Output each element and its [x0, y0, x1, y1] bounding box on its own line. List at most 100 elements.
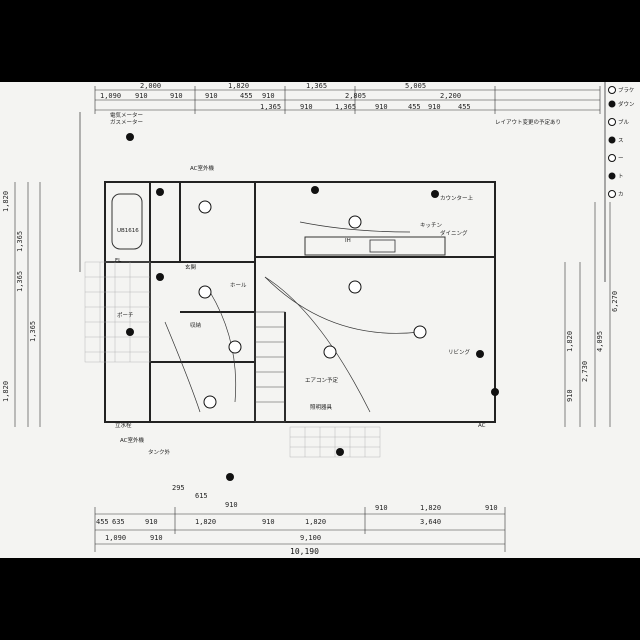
dim-text: 1,090 [105, 534, 126, 542]
dim-text: 1,365 [16, 271, 24, 292]
dim-text: 910 [566, 389, 574, 402]
light-fixtures [198, 200, 427, 409]
note-aircon-plan: エアコン予定 [305, 376, 339, 384]
porch-grid [84, 261, 381, 458]
outlet [311, 186, 319, 194]
dim-text: 1,820 [2, 381, 10, 402]
outlet [336, 448, 344, 456]
dim-text: 455 [240, 92, 253, 100]
dim-text: 910 [170, 92, 183, 100]
floor-plan: 2,000 1,820 1,365 5,005 1,090 910 910 91… [2, 82, 635, 556]
dim-text: 910 [145, 518, 158, 526]
right-dimension-texts: 910 1,820 2,730 4,095 6,270 [566, 291, 619, 402]
right-dimension-lines [564, 202, 611, 427]
dim-text: 910 [375, 103, 388, 111]
dim-text: 2,805 [345, 92, 366, 100]
dim-text: 2,200 [440, 92, 461, 100]
dim-text: 4,095 [596, 331, 604, 352]
dim-text: 1,820 [420, 504, 441, 512]
left-dimension-lines [14, 182, 41, 427]
room-label-hall: ホール [230, 282, 247, 289]
note-ac-outdoor: AC室外機 [120, 436, 145, 444]
note-ac-outdoor: AC室外機 [190, 164, 215, 172]
room-label-porch: ポーチ [117, 312, 134, 319]
outlet [226, 473, 234, 481]
outlet [156, 188, 164, 196]
dim-text: 1,365 [260, 103, 281, 111]
left-dimension-texts: 1,820 1,365 1,365 1,365 1,820 [2, 191, 37, 402]
outlets [126, 133, 499, 481]
note-tank: タンク外 [148, 448, 171, 456]
room-label-bath: UB1616 [117, 228, 139, 234]
note-ac: AC [478, 423, 486, 429]
dim-text: 2,730 [581, 361, 589, 382]
dim-text: 455 [96, 518, 109, 526]
dim-total: 10,190 [290, 547, 319, 556]
legend-item: ダウン [618, 100, 635, 108]
note-electric-meter: 電気メーター [110, 111, 143, 119]
room-label-entrance: 玄関 [185, 263, 197, 271]
dim-text: 1,365 [16, 231, 24, 252]
ceiling-light [323, 345, 337, 359]
bathtub [111, 193, 143, 250]
dim-text: 1,820 [2, 191, 10, 212]
room-label-countertop: カウンター上 [440, 194, 474, 202]
ceiling-light [228, 340, 242, 354]
room-label-storage: 収納 [190, 321, 202, 329]
note-layout-change: レイアウト変更の予定あり [495, 118, 561, 126]
sink [369, 239, 396, 253]
dim-text: 910 [135, 92, 148, 100]
dim-text: 910 [262, 518, 275, 526]
outlet [491, 388, 499, 396]
dim-text: 2,000 [140, 82, 161, 90]
dim-text: 455 [408, 103, 421, 111]
bottom-dimension-texts: 295 615 910 455 635 910 1,820 910 1,820 … [96, 484, 498, 556]
legend-item: ブラケ [618, 86, 635, 94]
note-fixture: 照明器具 [310, 404, 333, 411]
dim-text: 1,090 [100, 92, 121, 100]
dim-text: 6,270 [611, 291, 619, 312]
dim-text: 635 [112, 518, 125, 526]
dim-text: 910 [150, 534, 163, 542]
legend-item: ス [618, 137, 624, 144]
room-label-living: リビング [448, 348, 471, 356]
dim-text: 910 [428, 103, 441, 111]
top-dimension-lines [94, 86, 601, 114]
outlet [476, 350, 484, 358]
dim-text: 295 [172, 484, 185, 492]
dim-text: 910 [205, 92, 218, 100]
room-label-dining: ダイニング [440, 229, 468, 237]
legend-item: ー [618, 156, 624, 162]
dim-text: 1,365 [29, 321, 37, 342]
dim-text: 910 [262, 92, 275, 100]
ceiling-light [203, 395, 217, 409]
dim-text: 1,820 [305, 518, 326, 526]
note-fl: FL [115, 258, 122, 264]
drawing-sheet: 2,000 1,820 1,365 5,005 1,090 910 910 91… [0, 82, 640, 558]
note-ih: IH [345, 238, 351, 244]
outlet [126, 133, 134, 141]
dim-text: 910 [375, 504, 388, 512]
ceiling-light [198, 200, 212, 214]
legend-box: ブラケ ダウン ブル ス ー ト カ [604, 82, 635, 282]
ceiling-light [348, 280, 362, 294]
note-gas-meter: ガスメーター [110, 118, 143, 126]
bottom-dimension-lines [94, 507, 506, 552]
dim-text: 1,820 [228, 82, 249, 90]
room-labels: UB1616 ホール 玄関 リビング ダイニング キッチン カウンター上 ポーチ… [110, 111, 561, 456]
outlet [431, 190, 439, 198]
stairs [254, 311, 286, 423]
top-dimension-texts: 2,000 1,820 1,365 5,005 1,090 910 910 91… [100, 82, 471, 111]
dim-text: 910 [485, 504, 498, 512]
walls [104, 181, 496, 423]
dim-text: 1,820 [566, 331, 574, 352]
dim-text: 5,005 [405, 82, 426, 90]
outlet [126, 328, 134, 336]
outlet [156, 273, 164, 281]
legend-item: ブル [618, 118, 630, 126]
dim-text: 910 [300, 103, 313, 111]
ceiling-light [348, 215, 362, 229]
dim-text: 1,365 [306, 82, 327, 90]
dim-text: 910 [225, 501, 238, 509]
dim-text: 1,820 [195, 518, 216, 526]
